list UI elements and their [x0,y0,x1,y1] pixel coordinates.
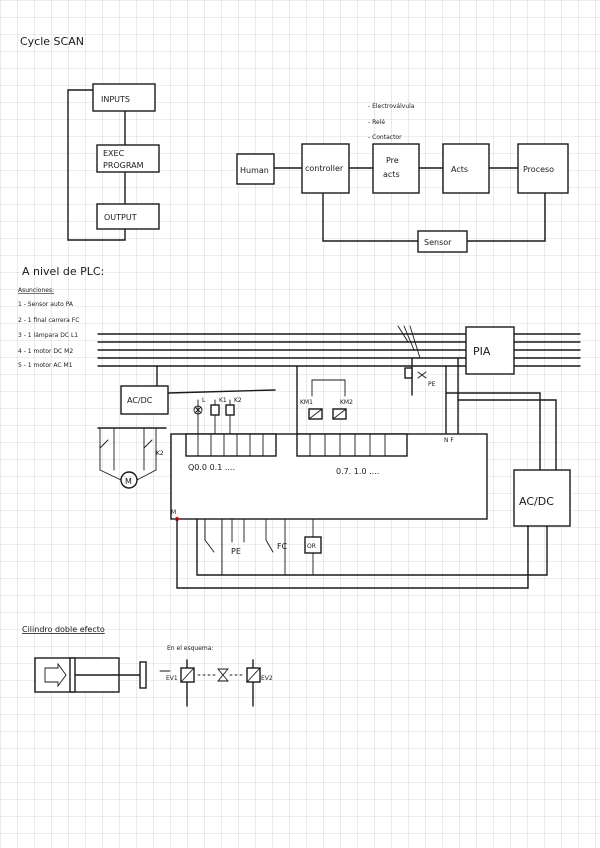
k2-label: K2 [234,397,242,404]
assumptions-title: Asunciones: [18,287,54,294]
output-label: OUTPUT [104,213,137,222]
sensor-box [417,230,468,253]
human-label: Human [240,166,269,175]
program-label: PROGRAM [103,161,144,170]
note-contactor: - Contactor [368,134,402,141]
plc-inputs-label: 0.7. 1.0 .... [336,467,379,476]
assumption-5: 5 - 1 motor AC M1 [18,362,73,369]
big-ac-dc-label: AC/DC [519,495,554,508]
output-box [96,203,160,230]
hourglass-icon [217,668,229,682]
assumption-4: 4 - 1 motor DC M2 [18,348,73,355]
plc-output-terminals [185,433,277,457]
motor-label: M [125,477,132,486]
pre-label: Pre [386,156,399,165]
small-ac-dc-box [120,385,169,415]
plc-level-title: A nivel de PLC: [22,265,104,278]
scan-loop-line [67,89,126,241]
cylinder-diagram: En el esquema: EV1 EV2 [34,645,273,707]
fc-label: FC [277,542,288,551]
plc-common-label: M [171,509,176,516]
km1-label: KM1 [300,399,313,406]
lamp-symbol [193,405,203,415]
pre-acts-box [372,143,420,194]
pe-top-label: PE [428,381,436,388]
relay-k2 [225,404,235,416]
plc-power-terminals-label: N F [444,437,454,444]
assumption-1: 1 - Sensor auto PA [18,301,74,308]
assumption-3: 3 - 1 lámpara DC L1 [18,332,78,339]
assumption-2: 2 - 1 final carrera FC [18,317,79,324]
or-label: OR [307,543,316,550]
cylinder-rod-end [139,661,147,689]
motor-contactor-label: K2 [156,450,164,457]
plc-input-terminals [296,433,408,457]
cylinder-piston [69,657,76,693]
plc-wiring-diagram: PIA PE Q0.0 0.1 .... 0.7. 1.0 .... N F M… [97,325,581,589]
valve-ev2-label: EV2 [261,675,273,682]
pe-bottom-label: PE [231,547,241,556]
inputs-label: INPUTS [101,95,130,104]
process-box [517,143,569,194]
exec-label: EXEC [103,149,125,158]
lamp-label: L [202,397,206,404]
acts-label: Acts [451,165,468,174]
k1-label: K1 [219,397,227,404]
process-label: Proceso [523,165,554,174]
acts-box [442,143,490,194]
human-box [236,153,275,185]
controller-label: controller [305,164,344,173]
km2-label: KM2 [340,399,353,406]
valve-ev1-label: EV1 [166,675,178,682]
scan-cycle-diagram: INPUTS EXEC PROGRAM OUTPUT [67,83,160,241]
pia-label: PIA [473,345,491,358]
exec-program-box [96,144,160,173]
cylinder-title: Cilindro doble efecto [22,625,105,634]
note-electrovalvula: - Electroválvula [368,103,415,110]
note-rele: - Relé [368,119,385,126]
sensor-label: Sensor [424,238,452,247]
arrow-right-icon [44,662,67,688]
plc-outputs-label: Q0.0 0.1 .... [188,463,235,472]
control-loop-diagram: - Electroválvula - Relé - Contactor Huma… [236,103,569,253]
controller-box [301,143,350,194]
acts-sublabel: acts [383,170,400,179]
big-ac-dc-box [513,469,571,527]
small-ac-dc-label: AC/DC [127,396,153,405]
schema-note: En el esquema: [167,645,213,652]
relay-k1 [210,404,220,416]
cycle-scan-title: Cycle SCAN [20,35,84,48]
assumptions-list: Asunciones: 1 - Sensor auto PA 2 - 1 fin… [18,287,79,369]
pia-breaker-box [465,326,515,375]
inputs-box [92,83,156,112]
